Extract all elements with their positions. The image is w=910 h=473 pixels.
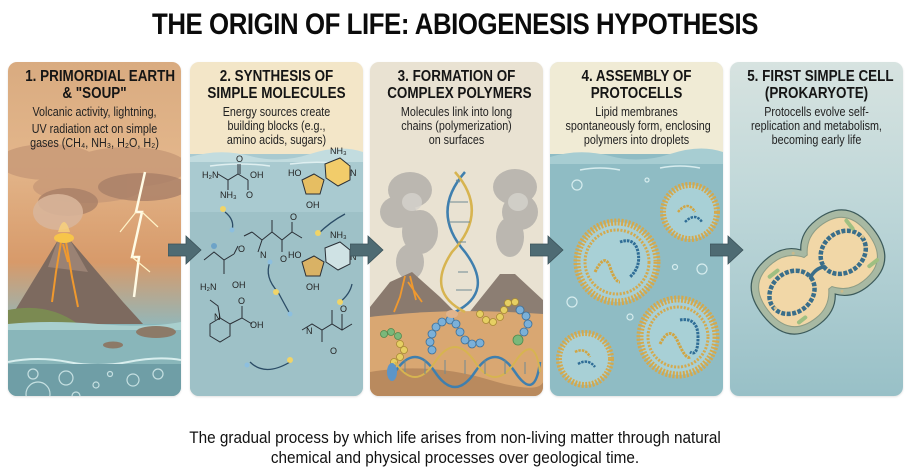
panel-description: Molecules link into long bbox=[400, 105, 513, 119]
panel-description: spontaneously form, enclosing bbox=[565, 119, 711, 133]
panel-description: UV radiation act on simple bbox=[31, 122, 158, 136]
panel-description: on surfaces bbox=[428, 133, 485, 147]
svg-text:O: O bbox=[238, 244, 245, 254]
svg-text:N: N bbox=[350, 168, 357, 178]
svg-text:NH₃: NH₃ bbox=[220, 190, 237, 200]
svg-text:HO: HO bbox=[288, 250, 302, 260]
panel-description: replication and metabolism, bbox=[751, 119, 882, 133]
panel-title: 3. FORMATION OF bbox=[397, 68, 516, 85]
molecular-structures-illustration: H₂N OH O NH₃ O NH₃ HO OH N N O O NH₃ HO OH N O H₂N OH bbox=[190, 146, 363, 396]
panel-title: & "SOUP" bbox=[62, 85, 127, 102]
caption-line: The gradual process by which life arises… bbox=[189, 428, 721, 447]
svg-text:OH: OH bbox=[250, 170, 264, 180]
right-arrow-icon bbox=[530, 235, 564, 265]
panel-complex-polymers: 3. FORMATION OF COMPLEX POLYMERS Molecul… bbox=[370, 62, 543, 396]
caption: The gradual process by which life arises… bbox=[0, 428, 910, 468]
svg-text:O: O bbox=[280, 254, 287, 264]
caption-line: chemical and physical processes over geo… bbox=[270, 448, 640, 467]
panel-title: SIMPLE MOLECULES bbox=[207, 85, 346, 102]
right-arrow-icon bbox=[168, 235, 202, 265]
process-panels: 1. PRIMORDIAL EARTH & "SOUP" Volcanic ac… bbox=[8, 62, 904, 396]
panel-description: Protocells evolve self- bbox=[764, 105, 869, 119]
panel-title: (PROKARYOTE) bbox=[764, 85, 869, 102]
panel-description: becoming early life bbox=[771, 133, 862, 147]
panel-description: polymers into droplets bbox=[583, 133, 690, 147]
panel-description: Volcanic activity, lightning, bbox=[32, 105, 157, 119]
svg-text:O: O bbox=[238, 296, 245, 306]
svg-text:O: O bbox=[340, 304, 347, 314]
page-title: THE ORIGIN OF LIFE: ABIOGENESIS HYPOTHES… bbox=[152, 8, 758, 41]
dividing-prokaryote-illustration bbox=[750, 209, 886, 335]
panel-title: 2. SYNTHESIS OF bbox=[219, 68, 334, 85]
lipid-vesicles-illustration bbox=[550, 62, 723, 396]
svg-text:HO: HO bbox=[288, 168, 302, 178]
svg-text:N: N bbox=[306, 326, 313, 336]
svg-text:H₂N: H₂N bbox=[200, 282, 217, 292]
svg-text:OH: OH bbox=[250, 320, 264, 330]
panel-description: gases (CH₄, NH₃, H₂O, H₂) bbox=[30, 136, 159, 150]
panel-description: building blocks (e.g., bbox=[227, 119, 326, 133]
svg-text:NH₃: NH₃ bbox=[330, 146, 347, 156]
svg-text:NH₃: NH₃ bbox=[330, 230, 347, 240]
panel-description: chains (polymerization) bbox=[401, 119, 512, 133]
volcano-lightning-ocean-illustration bbox=[8, 144, 181, 396]
panel-first-cell: 5. FIRST SIMPLE CELL (PROKARYOTE) Protoc… bbox=[730, 62, 903, 396]
svg-text:O: O bbox=[246, 190, 253, 200]
panel-primordial-earth: 1. PRIMORDIAL EARTH & "SOUP" Volcanic ac… bbox=[8, 62, 181, 396]
svg-text:OH: OH bbox=[306, 282, 320, 292]
right-arrow-icon bbox=[350, 235, 384, 265]
panel-description: Energy sources create bbox=[222, 105, 331, 119]
right-arrow-icon bbox=[710, 235, 744, 265]
svg-text:O: O bbox=[236, 154, 243, 164]
panel-title: COMPLEX POLYMERS bbox=[387, 85, 532, 102]
panel-title: 5. FIRST SIMPLE CELL bbox=[747, 68, 894, 85]
svg-text:OH: OH bbox=[306, 200, 320, 210]
svg-text:N: N bbox=[260, 250, 267, 260]
panel-title: PROTOCELLS bbox=[590, 85, 683, 102]
svg-text:O: O bbox=[290, 212, 297, 222]
panel-title: 1. PRIMORDIAL EARTH bbox=[25, 68, 176, 85]
svg-text:O: O bbox=[330, 346, 337, 356]
panel-title: 4. ASSEMBLY OF bbox=[581, 68, 692, 85]
panel-description: Lipid membranes bbox=[595, 105, 678, 119]
panel-description: amino acids, sugars) bbox=[226, 133, 327, 147]
panel-protocells: 4. ASSEMBLY OF PROTOCELLS Lipid membrane… bbox=[550, 62, 723, 396]
svg-text:H₂N: H₂N bbox=[202, 170, 219, 180]
svg-text:N: N bbox=[350, 252, 357, 262]
svg-text:OH: OH bbox=[232, 280, 246, 290]
polymer-chains-illustration bbox=[370, 169, 543, 396]
svg-text:N: N bbox=[214, 312, 221, 322]
panel-simple-molecules: H₂N OH O NH₃ O NH₃ HO OH N N O O NH₃ HO OH N O H₂N OH bbox=[190, 62, 363, 396]
